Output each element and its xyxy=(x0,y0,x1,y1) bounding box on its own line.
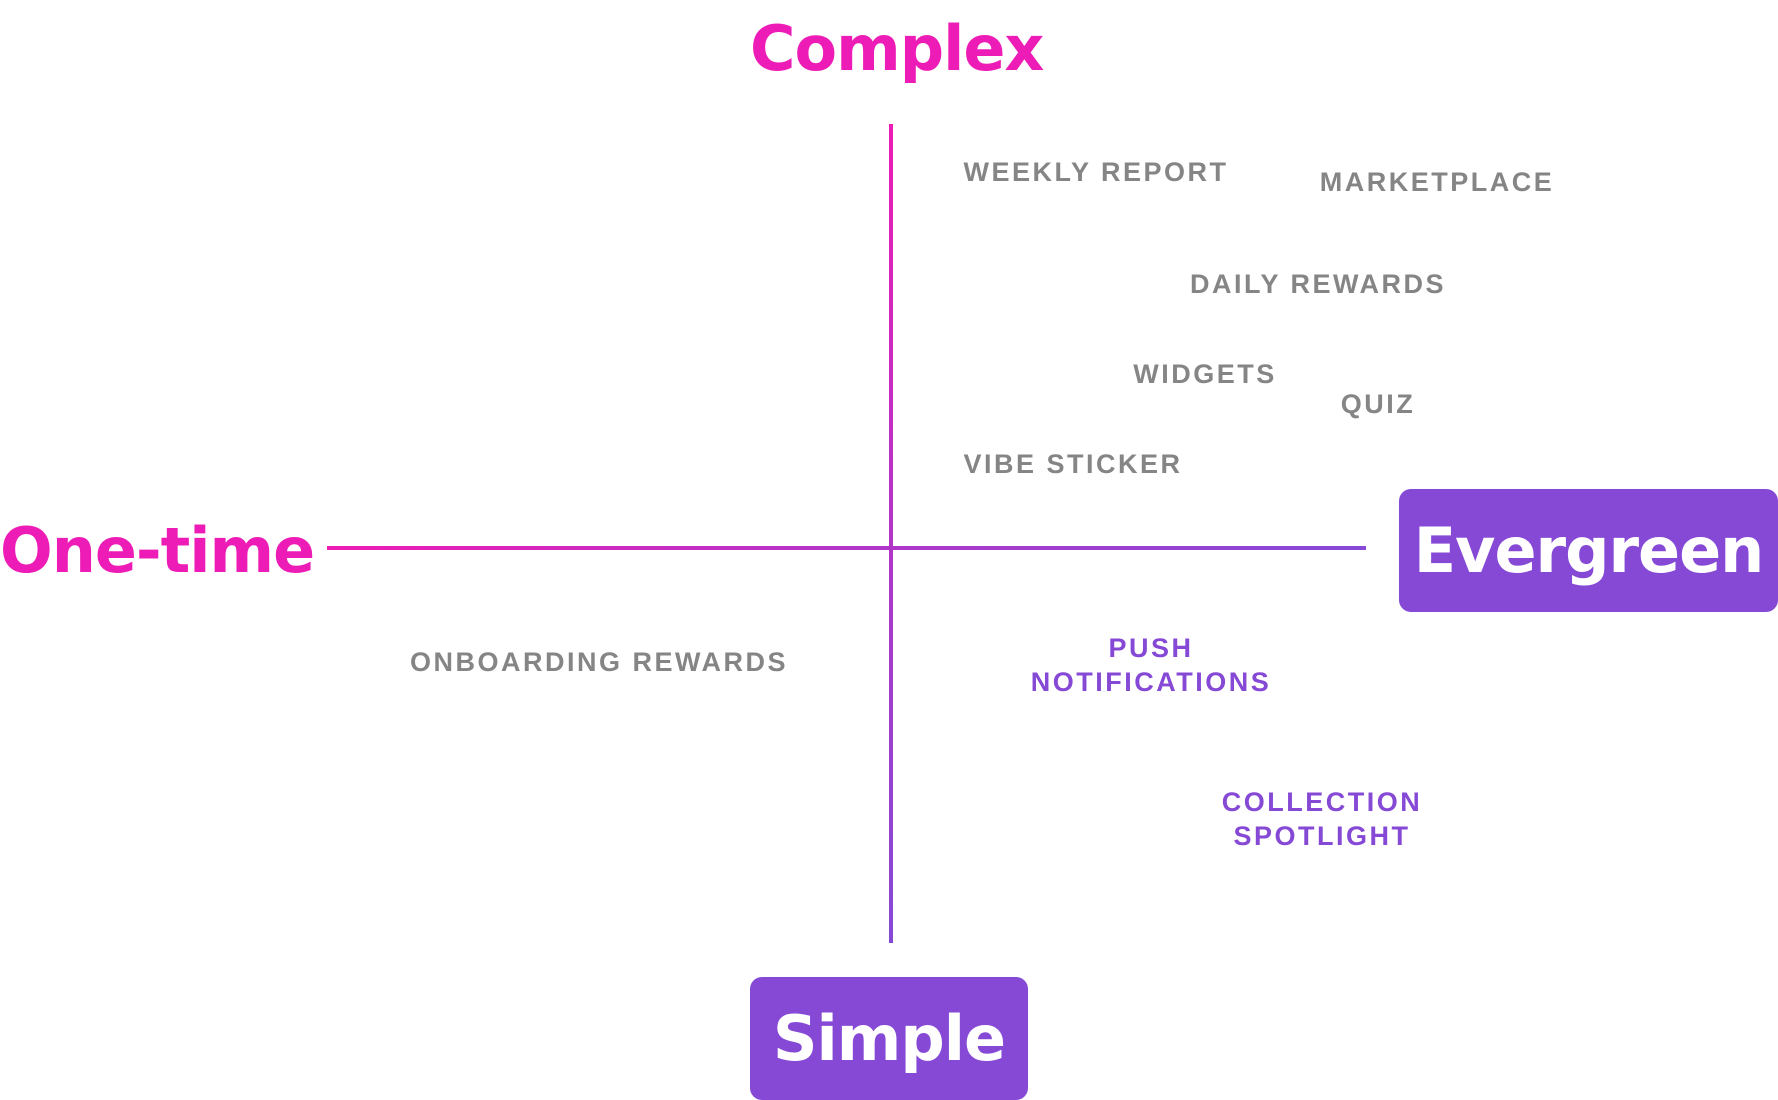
axis-label-evergreen: Evergreen xyxy=(1399,489,1778,612)
item-vibe-sticker: VIBE STICKER xyxy=(963,449,1183,479)
item-widgets: WIDGETS xyxy=(1133,359,1277,389)
item-onboarding-rewards: ONBOARDING REWARDS xyxy=(409,647,789,677)
item-marketplace: MARKETPLACE xyxy=(1319,167,1555,197)
item-collection-spotlight: COLLECTION SPOTLIGHT xyxy=(1221,787,1423,851)
item-daily-rewards: DAILY REWARDS xyxy=(1189,269,1447,299)
axis-label-simple: Simple xyxy=(750,977,1028,1100)
item-weekly-report: WEEKLY REPORT xyxy=(963,157,1229,187)
item-push-notifications: PUSH NOTIFICATIONS xyxy=(1030,633,1272,697)
item-quiz: QUIZ xyxy=(1340,389,1416,419)
axis-label-one-time: One-time xyxy=(0,514,315,587)
axis-label-complex: Complex xyxy=(750,12,1044,85)
